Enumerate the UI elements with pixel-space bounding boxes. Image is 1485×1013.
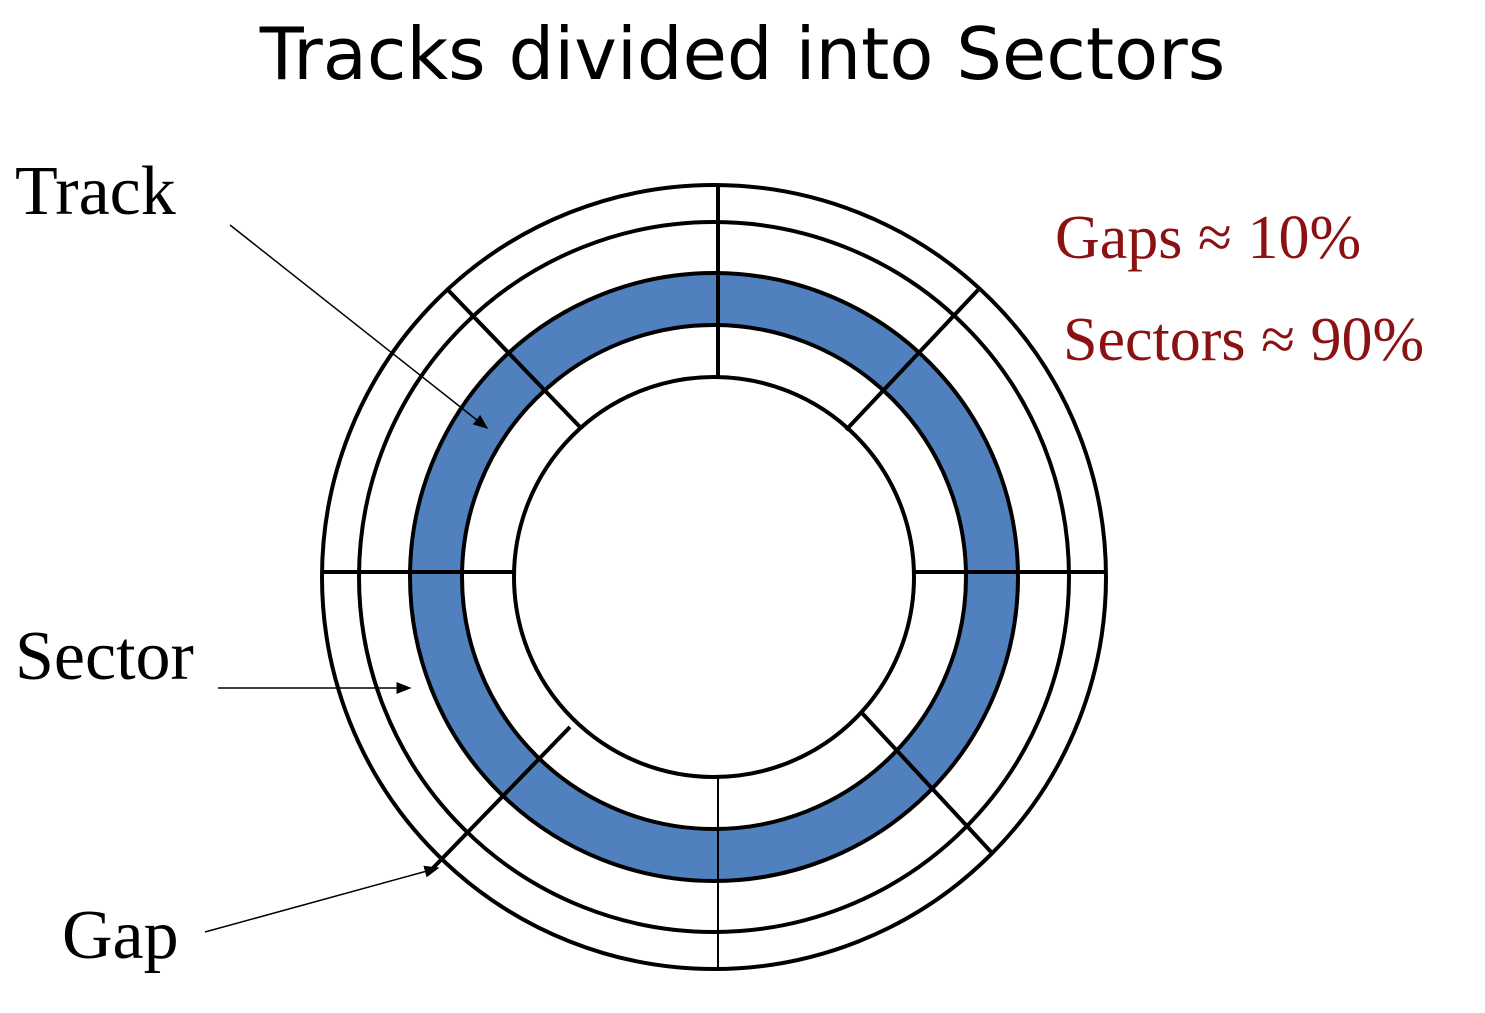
- gap-label: Gap: [62, 897, 179, 974]
- track-arrow: [229, 224, 489, 429]
- sector-divider-lower-left: [431, 725, 572, 870]
- outer-track-edge: [320, 183, 1108, 971]
- slide-title: Tracks divided into Sectors: [259, 12, 1226, 96]
- sectors-percentage: Sectors ≈ 90%: [1063, 306, 1425, 374]
- gaps-percentage: Gaps ≈ 10%: [1055, 204, 1362, 272]
- track-edge-2: [357, 220, 1071, 934]
- sector-divider-upper-left: [446, 288, 582, 429]
- sector-divider-upper-right: [844, 288, 980, 432]
- inner-track-edge: [512, 375, 916, 779]
- sector-divider-lower-right: [860, 711, 994, 855]
- track-label: Track: [15, 153, 176, 230]
- sector-label: Sector: [15, 618, 194, 695]
- gap-arrow: [204, 865, 440, 933]
- highlighted-track: [407, 271, 1021, 883]
